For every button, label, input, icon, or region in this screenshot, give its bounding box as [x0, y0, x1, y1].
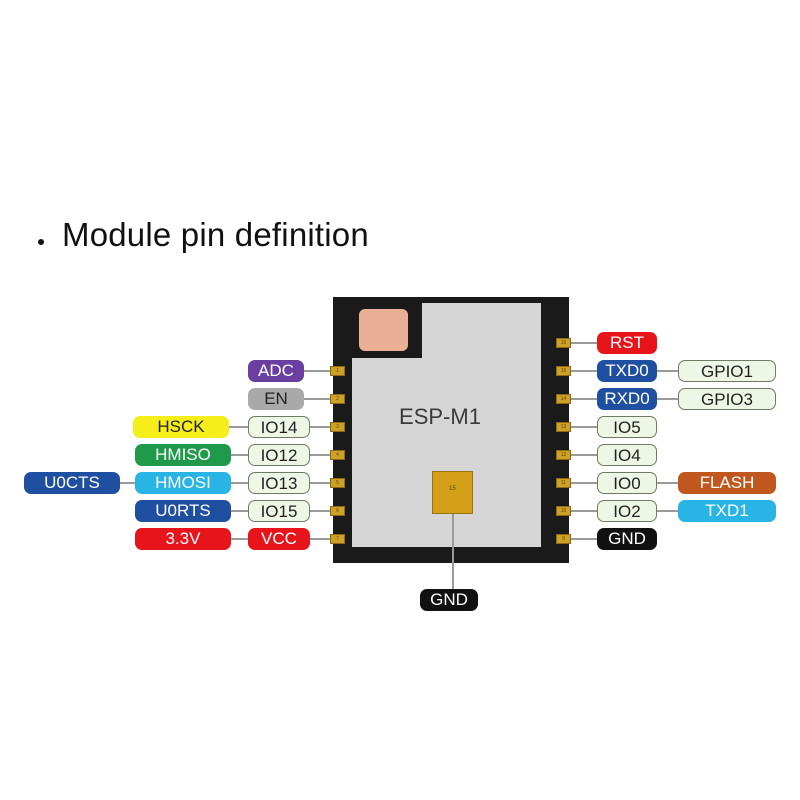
- label-u0rts: U0RTS: [135, 500, 231, 522]
- label-adc: ADC: [248, 360, 304, 382]
- left-pin-4: 4: [330, 450, 345, 460]
- left-pin-6: 6: [330, 506, 345, 516]
- pin-number: 14: [560, 396, 567, 402]
- pin-number: 6: [336, 508, 339, 514]
- label-flash: FLASH: [678, 472, 776, 494]
- wire: [571, 538, 598, 540]
- pin-number: 7: [336, 536, 339, 542]
- label-rxd0: RXD0: [597, 388, 657, 410]
- label-io13: IO13: [248, 472, 310, 494]
- wire: [656, 510, 679, 512]
- right-pin-9: 9: [556, 534, 571, 544]
- wire: [310, 454, 330, 456]
- left-pin-1: 1: [330, 366, 345, 376]
- wire: [571, 342, 598, 344]
- right-pin-14: 14: [556, 394, 571, 404]
- pin-number: 16: [560, 340, 567, 346]
- module-name: ESP-M1: [399, 404, 481, 429]
- label-io14: IO14: [248, 416, 310, 438]
- label-txd1: TXD1: [678, 500, 776, 522]
- wire: [656, 482, 679, 484]
- wire: [310, 426, 330, 428]
- wire: [571, 426, 598, 428]
- wire: [230, 454, 249, 456]
- pin-number: 5: [336, 480, 339, 486]
- label-txd0: TXD0: [597, 360, 657, 382]
- pin-number: 1: [336, 368, 339, 374]
- right-pin-12: 12: [556, 450, 571, 460]
- ground-pad-number: 15: [449, 486, 456, 492]
- ground-pad: [432, 471, 473, 514]
- left-pin-3: 3: [330, 422, 345, 432]
- label-u0cts: U0CTS: [24, 472, 120, 494]
- label-en: EN: [248, 388, 304, 410]
- label-hmosi: HMOSI: [135, 472, 231, 494]
- left-pin-2: 2: [330, 394, 345, 404]
- left-pin-5: 5: [330, 478, 345, 488]
- wire: [310, 482, 330, 484]
- label-hsck: HSCK: [133, 416, 229, 438]
- wire: [213, 426, 249, 428]
- ground-pad-wire: [452, 514, 454, 590]
- wire: [302, 398, 330, 400]
- wire: [656, 398, 679, 400]
- pin-number: 15: [560, 368, 567, 374]
- bullet-icon: [38, 239, 44, 245]
- label-gpio3: GPIO3: [678, 388, 776, 410]
- wire: [571, 482, 598, 484]
- wire: [230, 510, 249, 512]
- wire: [571, 370, 598, 372]
- right-pin-15: 15: [556, 366, 571, 376]
- label-rst: RST: [597, 332, 657, 354]
- pin-number: 13: [560, 424, 567, 430]
- wire: [118, 482, 136, 484]
- pin-number: 11: [560, 480, 567, 486]
- wire: [310, 538, 330, 540]
- ground-pad-label: GND: [420, 589, 478, 611]
- right-pin-11: 11: [556, 478, 571, 488]
- pin-number: 10: [560, 508, 567, 514]
- label-gnd: GND: [597, 528, 657, 550]
- page-title: Module pin definition: [38, 216, 369, 254]
- left-pin-7: 7: [330, 534, 345, 544]
- antenna-pad: [359, 309, 408, 351]
- right-pin-13: 13: [556, 422, 571, 432]
- label-io0: IO0: [597, 472, 657, 494]
- label-vcc: VCC: [248, 528, 310, 550]
- pin-number: 4: [336, 452, 339, 458]
- label-io12: IO12: [248, 444, 310, 466]
- pin-number: 12: [560, 452, 567, 458]
- wire: [302, 370, 330, 372]
- pin-number: 9: [562, 536, 565, 542]
- pin-number: 3: [336, 424, 339, 430]
- label-3v3: 3.3V: [135, 528, 231, 550]
- right-pin-10: 10: [556, 506, 571, 516]
- right-pin-16: 16: [556, 338, 571, 348]
- wire: [230, 538, 249, 540]
- label-io4: IO4: [597, 444, 657, 466]
- label-gpio1: GPIO1: [678, 360, 776, 382]
- pin-number: 2: [336, 396, 339, 402]
- wire: [571, 510, 598, 512]
- label-io2: IO2: [597, 500, 657, 522]
- label-hmiso: HMISO: [135, 444, 231, 466]
- wire: [571, 454, 598, 456]
- wire: [656, 370, 679, 372]
- wire: [310, 510, 330, 512]
- label-io15: IO15: [248, 500, 310, 522]
- heading-text: Module pin definition: [62, 216, 369, 253]
- wire: [230, 482, 249, 484]
- wire: [571, 398, 598, 400]
- label-io5: IO5: [597, 416, 657, 438]
